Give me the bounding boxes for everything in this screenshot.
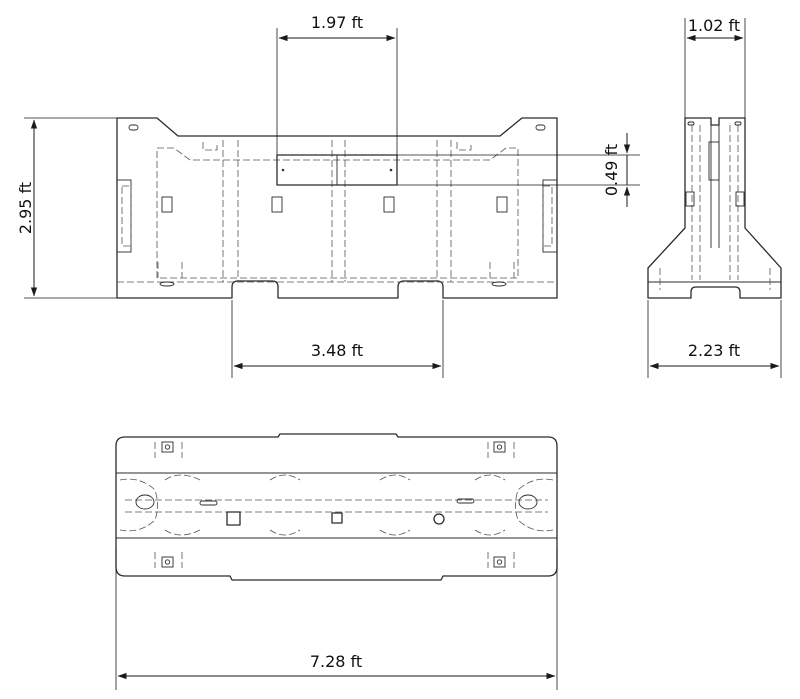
dimension-side-width: 1.02 ft <box>684 16 746 118</box>
front-view <box>116 117 558 299</box>
dimension-opening: 3.48 ft <box>231 300 444 378</box>
dimension-base-depth: 2.23 ft <box>647 300 782 378</box>
front-outline <box>116 117 558 299</box>
label-height: 2.95 ft <box>16 182 35 234</box>
dimension-top-width: 1.97 ft <box>276 13 398 155</box>
dimension-height: 2.95 ft <box>16 117 117 299</box>
side-outline <box>647 117 782 299</box>
label-base-depth: 2.23 ft <box>688 341 740 360</box>
dimension-panel-height: 0.49 ft <box>397 133 640 207</box>
label-panel-height: 0.49 ft <box>602 144 621 196</box>
top-outline <box>115 433 558 581</box>
label-top-width: 1.97 ft <box>311 13 363 32</box>
top-view <box>115 433 558 581</box>
label-total-length: 7.28 ft <box>310 652 362 671</box>
label-opening: 3.48 ft <box>311 341 363 360</box>
dimension-total-length: 7.28 ft <box>115 548 558 690</box>
side-view <box>647 117 782 299</box>
label-side-width: 1.02 ft <box>688 16 740 35</box>
